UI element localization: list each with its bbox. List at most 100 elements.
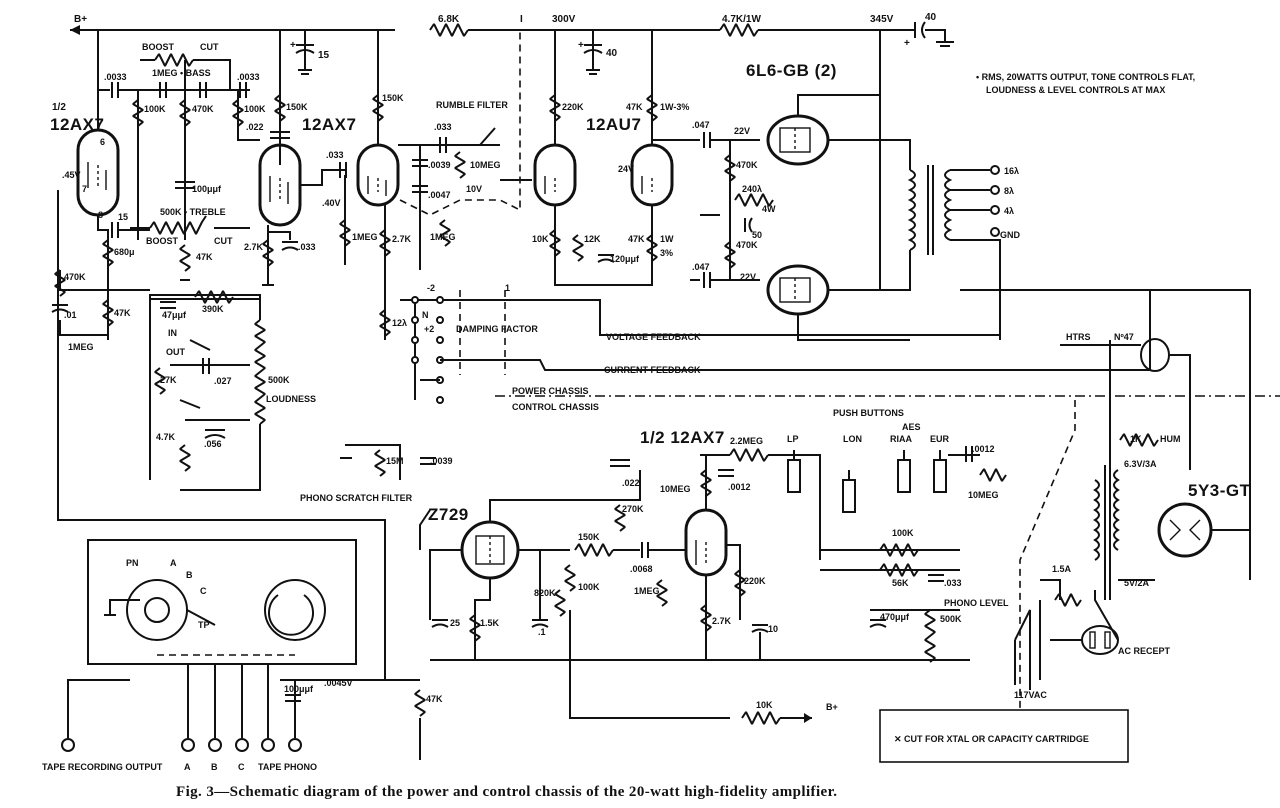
r270: 270K [622,504,644,514]
v-300-label: 300V [552,14,576,25]
r27-v2b: 2.7K [392,234,412,244]
r-6-8k-label: 6.8K [438,14,460,25]
plus-sign: + [290,40,296,51]
r100k-fb: 100K [892,528,914,538]
r240: 240λ [742,184,762,194]
c0039-rumble: .0039 [428,160,451,170]
c033-rumble: .033 [434,122,452,132]
c-15-label: 15 [318,50,330,61]
r47-drv: 47K [626,102,643,112]
voltage-fb-label: VOLTAGE FEEDBACK [606,332,701,342]
boost-bass: BOOST [142,42,175,52]
r220k: 220K [744,576,766,586]
r15m: 15M [386,456,404,466]
r470: 470K [192,104,214,114]
tube-z729 [460,520,520,580]
note-box-text: ✕ CUT FOR XTAL OR CAPACITY CARTRIDGE [894,734,1089,744]
v45-label: .45V [62,170,81,180]
r100a: 100K [144,104,166,114]
c0033b: .0033 [237,72,260,82]
tube-v6 [684,508,728,577]
c022: .022 [246,122,264,132]
r47b: 47K [628,234,645,244]
v5-label: Z729 [428,505,469,524]
tone-stack [98,53,260,281]
c100pf: 100μμf [192,184,222,194]
tube-v2 [258,143,302,227]
c022: .022 [622,478,640,488]
c15-label: 15 [118,212,128,222]
input-jacks [61,738,302,752]
r1meg-label: 1MEG [68,342,94,352]
c033-pre: .033 [944,578,962,588]
htrs-label: HTRS [1066,332,1091,342]
c0033a: .0033 [104,72,127,82]
treble-label: 500K • TREBLE [160,207,226,217]
scratch-label: PHONO SCRATCH FILTER [300,493,413,503]
v63-label: 6.3V/3A [1124,459,1157,469]
c033b: .033 [326,150,344,160]
jack-b: B [211,762,218,772]
r12-v2b: 12λ [392,318,407,328]
tap-16: 16λ [1004,166,1019,176]
selector-switch [104,579,326,656]
n47-label: Nº47 [1114,332,1134,342]
sel-b: B [186,570,193,580]
r470-label: 470K [64,272,86,282]
r10k-b: 10K [756,700,773,710]
c100pf-in: 100μμf [284,684,314,694]
r47-label: 47K [114,308,131,318]
v40: .40V [322,198,341,208]
hum-label: HUM [1160,434,1181,444]
v0045: .0045V [324,678,353,688]
out-label: OUT [166,347,186,357]
push-buttons-label: PUSH BUTTONS [833,408,904,418]
r470b: 470K [736,240,758,250]
tap-4: 4λ [1004,206,1014,216]
selector-frame [87,539,357,665]
current-fb-label: CURRENT FEEDBACK [604,365,701,375]
v-345-label: 345V [870,14,894,25]
pin8: 8 [98,210,103,220]
v2-label: 12AX7 [302,115,356,134]
c056: .056 [204,439,222,449]
c01-label: .01 [64,310,77,320]
r27: 2.7K [244,242,264,252]
v1-label: 12AX7 [50,115,104,134]
aes-label: AES [902,422,921,432]
r1k-label: 1K [1130,434,1142,444]
sel-a: A [170,558,177,568]
r47k: 47K [196,252,213,262]
eur-label: EUR [930,434,950,444]
output-transformer [907,165,1001,340]
r1w3: 1W-3% [660,102,689,112]
cut-treb: CUT [214,236,233,246]
r27k: 2.7K [712,616,732,626]
c047b: .047 [692,262,710,272]
r150-v2b: 150K [382,93,404,103]
tube-6l6 [766,114,830,316]
r470a: 470K [736,160,758,170]
r1meg-rumble: 1MEG [430,232,456,242]
c0039-pre: .0039 [430,456,453,466]
tube-v2b [356,143,400,207]
c027: .027 [214,376,232,386]
bass-label: 1MEG • BASS [152,68,211,78]
boost-treb: BOOST [146,236,179,246]
r150: 150K [286,102,308,112]
r4w: 4W [762,204,776,214]
r56k: 56K [892,578,909,588]
tap-8: 8λ [1004,186,1014,196]
c047a: .047 [692,120,710,130]
fb-n: N [422,310,429,320]
figure-caption: Fig. 3—Schematic diagram of the power an… [176,784,837,800]
lon-label: LON [843,434,862,444]
r-4-7k-label: 4.7K/1W [722,14,761,25]
jack-tape: TAPE [258,762,281,772]
r390: 390K [202,304,224,314]
fuse-label: 1.5A [1052,564,1072,574]
c0047-rumble: .0047 [428,190,451,200]
r150k: 150K [578,532,600,542]
r500k-pre: 500K [940,614,962,624]
c033: .033 [298,242,316,252]
